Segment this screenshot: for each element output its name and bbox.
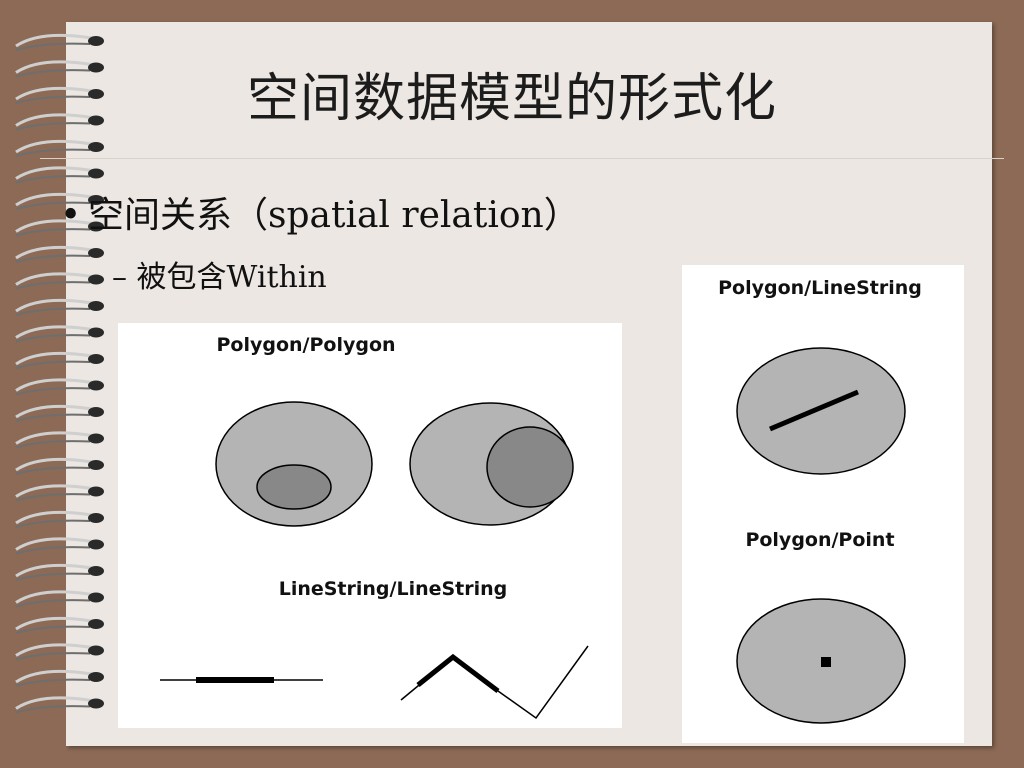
label-polygon-point: Polygon/Point [745, 529, 894, 551]
spiral-ring [15, 139, 104, 157]
inner-polygon-a [256, 464, 332, 510]
spiral-ring [15, 404, 104, 422]
spiral-binding-icon [0, 0, 104, 768]
spiral-ring [15, 166, 104, 184]
spiral-ring [15, 590, 104, 608]
title-divider [40, 158, 1004, 159]
spiral-ring [15, 457, 104, 475]
bullet-spatial-relation: •空间关系（spatial relation） [60, 186, 580, 238]
bullet-dot: • [60, 195, 82, 236]
spiral-ring [15, 325, 104, 343]
spiral-ring [15, 484, 104, 502]
linestring-outer-b [400, 645, 589, 720]
within-diagram-left: Polygon/Polygon LineString/LineString [118, 323, 622, 728]
contained-linestring [769, 389, 859, 432]
spiral-ring [15, 245, 104, 263]
label-polygon-linestring: Polygon/LineString [718, 277, 922, 299]
spiral-ring [15, 86, 104, 104]
spiral-ring [15, 537, 104, 555]
label-linestring-linestring: LineString/LineString [279, 578, 508, 600]
spiral-ring [15, 616, 104, 634]
spiral-ring [15, 60, 104, 78]
label-polygon-polygon: Polygon/Polygon [216, 334, 395, 356]
spiral-ring [15, 113, 104, 131]
spiral-ring [15, 378, 104, 396]
spiral-ring [15, 298, 104, 316]
spiral-ring [15, 272, 104, 290]
spiral-ring [15, 643, 104, 661]
spiral-ring [15, 431, 104, 449]
within-diagram-right: Polygon/LineString Polygon/Point [682, 265, 964, 743]
inner-polygon-b [486, 426, 574, 508]
spiral-ring [15, 192, 104, 210]
spiral-ring [15, 696, 104, 714]
spiral-ring [15, 33, 104, 51]
spiral-ring [15, 669, 104, 687]
linestring-inner-b [416, 653, 500, 693]
spiral-ring [15, 510, 104, 528]
sub-bullet-within: – 被包含Within [112, 260, 327, 295]
slide-title: 空间数据模型的形式化 [246, 69, 777, 129]
spiral-ring [15, 351, 104, 369]
spiral-ring [15, 219, 104, 237]
polygon-with-line [736, 347, 906, 475]
contained-point [821, 657, 831, 667]
spiral-ring [15, 563, 104, 581]
outer-polygon-a [215, 401, 373, 527]
bullet-text: 空间关系（spatial relation） [88, 195, 580, 236]
